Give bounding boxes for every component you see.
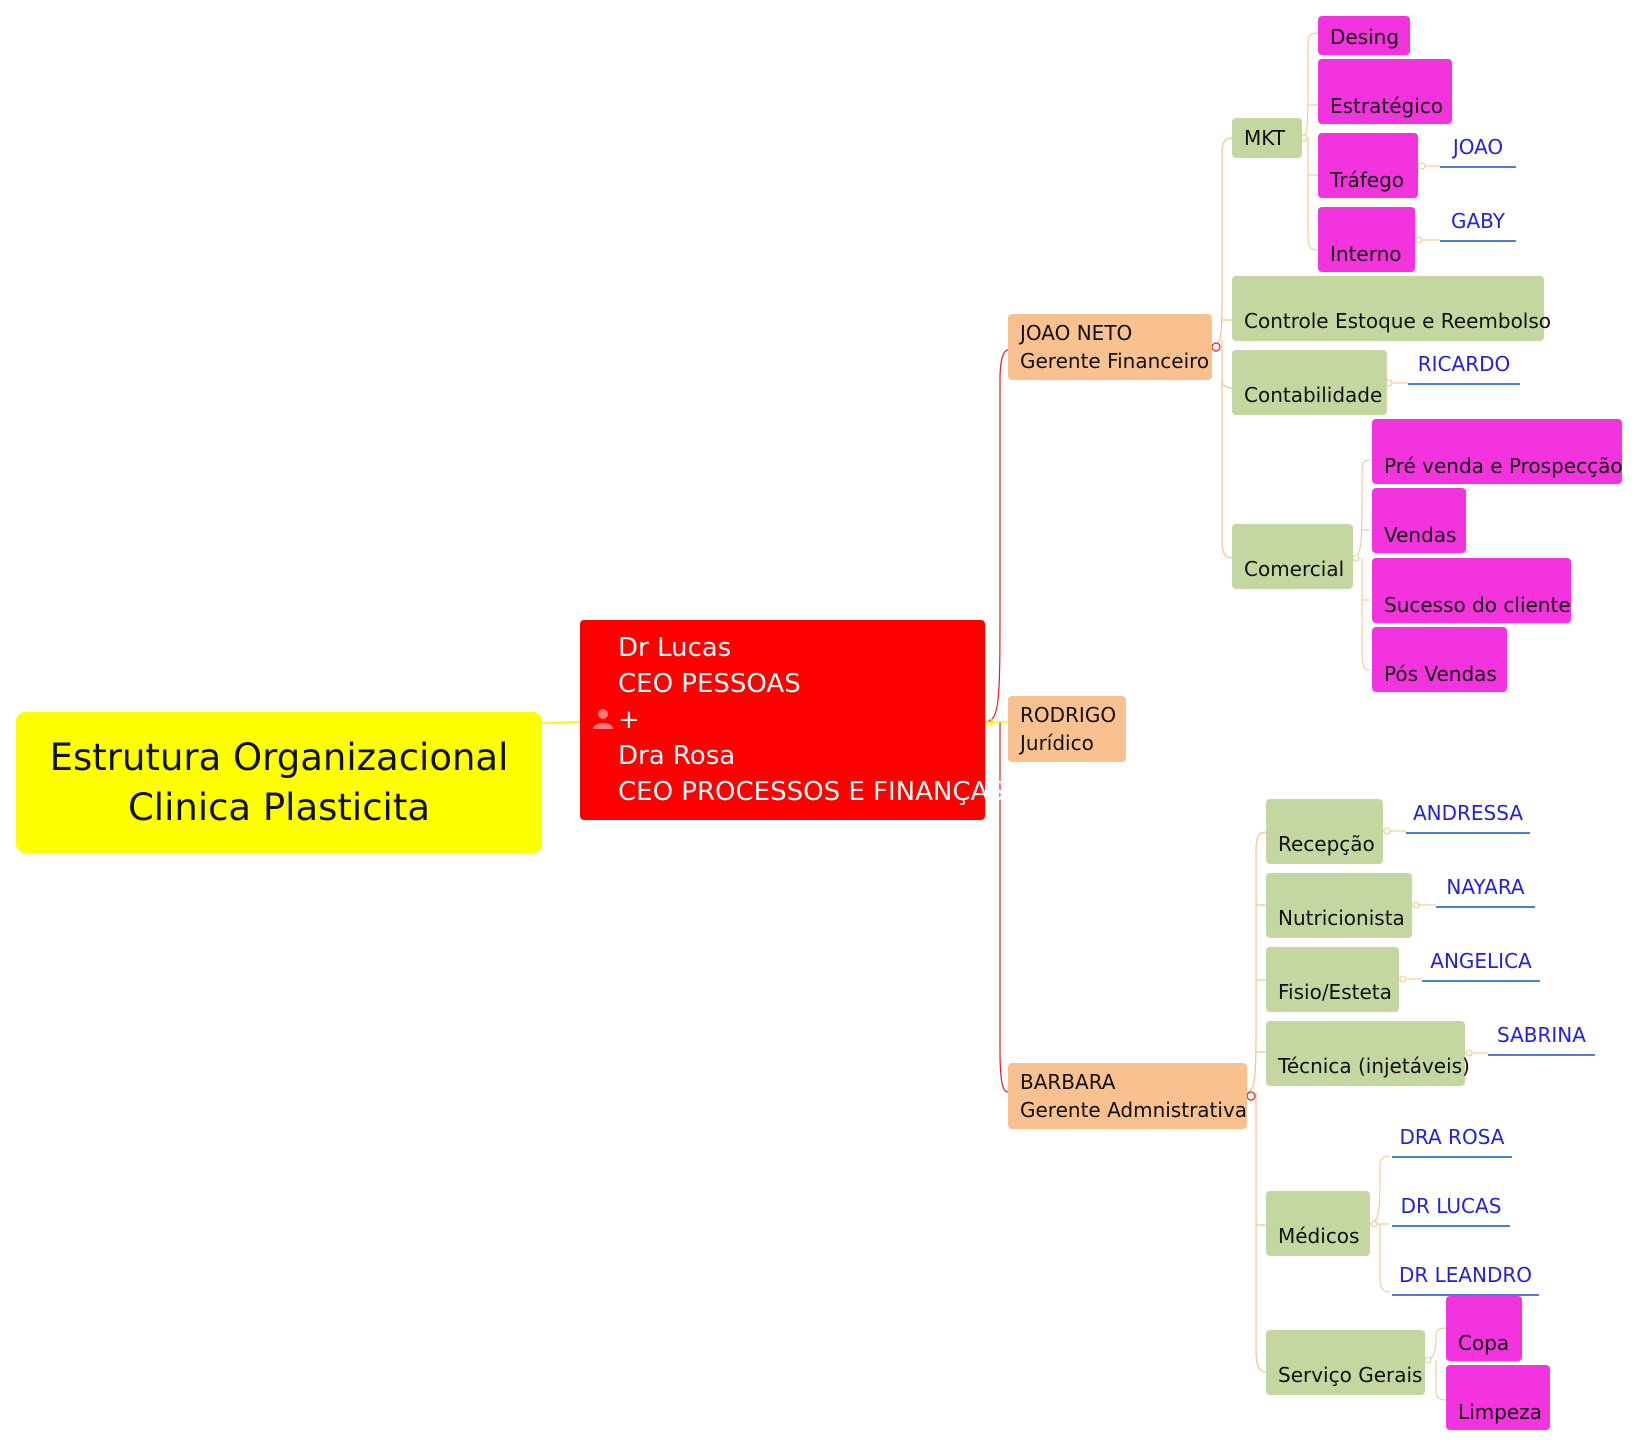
collapse-dot-joao (1211, 342, 1221, 352)
sub-desing[interactable]: Desing (1318, 16, 1410, 55)
dept-fisio-esteta[interactable]: Fisio/Esteta (1266, 947, 1399, 1012)
person-underline (1392, 1294, 1539, 1296)
sub-vendas[interactable]: Vendas (1372, 488, 1466, 553)
manager-rodrigo[interactable]: RODRIGO Jurídico (1008, 696, 1126, 762)
person-underline (1392, 1225, 1510, 1227)
person-gaby[interactable]: GABY (1440, 208, 1516, 242)
dept-nutricionista[interactable]: Nutricionista (1266, 873, 1412, 938)
person-dra-rosa[interactable]: DRA ROSA (1392, 1124, 1512, 1158)
ceo-topic[interactable]: Dr Lucas CEO PESSOAS + Dra Rosa CEO PROC… (580, 620, 1005, 820)
dept-label: Técnica (injetáveis) (1278, 1054, 1470, 1078)
person-label: GABY (1450, 209, 1506, 233)
person-label: DR LUCAS (1400, 1194, 1502, 1218)
person-underline (1422, 980, 1540, 982)
sub-label: Tráfego (1330, 168, 1405, 192)
dept-label: Médicos (1278, 1224, 1360, 1248)
sub-label: Limpeza (1458, 1400, 1542, 1424)
person-label: SABRINA (1497, 1023, 1586, 1047)
person-underline (1408, 383, 1520, 385)
person-andressa[interactable]: ANDRESSA (1406, 800, 1530, 834)
person-label: NAYARA (1446, 875, 1525, 899)
link-root-ceo (541, 721, 581, 724)
sub-label: Sucesso do cliente (1384, 593, 1571, 617)
dept-recepcao[interactable]: Recepção (1266, 799, 1383, 864)
person-label: DR LEANDRO (1398, 1263, 1533, 1287)
dept-label: Serviço Gerais (1278, 1363, 1423, 1387)
person-label: ANGELICA (1430, 949, 1532, 973)
sub-label: Interno (1330, 242, 1402, 266)
sub-estrategico[interactable]: Estratégico (1318, 59, 1452, 124)
collapse-dot-ceo (986, 718, 994, 726)
root-title-line2: Clinica Plasticita (127, 785, 431, 829)
person-dr-leandro[interactable]: DR LEANDRO (1392, 1262, 1539, 1296)
sub-interno[interactable]: Interno (1318, 207, 1415, 272)
sub-trafego[interactable]: Tráfego (1318, 133, 1418, 198)
dept-contabilidade[interactable]: Contabilidade (1232, 350, 1387, 415)
sub-label: Pós Vendas (1384, 662, 1497, 686)
manager-joao-neto[interactable]: JOAO NETO Gerente Financeiro (1008, 314, 1212, 380)
ceo-line-2: CEO PESSOAS (618, 669, 801, 699)
sub-limpeza[interactable]: Limpeza (1446, 1365, 1550, 1430)
dept-label: Fisio/Esteta (1278, 980, 1392, 1004)
person-angelica[interactable]: ANGELICA (1422, 948, 1540, 982)
person-label: JOAO (1452, 135, 1504, 159)
manager-name: RODRIGO (1020, 703, 1117, 727)
person-nayara[interactable]: NAYARA (1436, 874, 1535, 908)
person-underline (1440, 240, 1516, 242)
person-underline (1406, 832, 1530, 834)
sub-label: Vendas (1384, 523, 1457, 547)
person-label: ANDRESSA (1412, 801, 1524, 825)
ceo-line-3: + (618, 705, 640, 735)
sub-pre-venda[interactable]: Pré venda e Prospecção (1372, 419, 1623, 484)
dept-label: Recepção (1278, 832, 1375, 856)
manager-barbara[interactable]: BARBARA Gerente Admnistrativa (1008, 1063, 1247, 1129)
person-underline (1436, 906, 1535, 908)
link-ceo-barbara (999, 722, 1009, 1093)
dept-label: Contabilidade (1244, 383, 1383, 407)
dept-mkt[interactable]: MKT (1232, 118, 1302, 158)
person-label: RICARDO (1417, 352, 1511, 376)
sub-pos-vendas[interactable]: Pós Vendas (1372, 627, 1507, 692)
link-ceo-managers (984, 349, 1009, 723)
manager-role: Gerente Financeiro (1020, 349, 1210, 373)
dept-tecnica[interactable]: Técnica (injetáveis) (1266, 1021, 1470, 1086)
sub-copa[interactable]: Copa (1446, 1296, 1522, 1361)
dept-label: MKT (1244, 126, 1286, 150)
person-dr-lucas[interactable]: DR LUCAS (1392, 1193, 1510, 1227)
sub-label: Pré venda e Prospecção (1384, 454, 1623, 478)
person-underline (1488, 1054, 1595, 1056)
dept-medicos[interactable]: Médicos (1266, 1191, 1370, 1256)
dept-label: Nutricionista (1278, 906, 1405, 930)
dept-comercial[interactable]: Comercial (1232, 524, 1353, 589)
ceo-line-4: Dra Rosa (618, 741, 736, 771)
person-icon (593, 709, 613, 729)
sub-label: Desing (1330, 25, 1400, 49)
manager-role: Jurídico (1020, 731, 1094, 755)
dept-servico-gerais[interactable]: Serviço Gerais (1266, 1330, 1425, 1395)
root-title-line1: Estrutura Organizacional (49, 735, 509, 779)
manager-role: Gerente Admnistrativa (1020, 1098, 1248, 1122)
dept-label: Controle Estoque e Reembolso (1244, 309, 1552, 333)
ceo-line-5: CEO PROCESSOS E FINANÇAS (618, 777, 1005, 807)
person-ricardo[interactable]: RICARDO (1408, 351, 1520, 385)
person-sabrina[interactable]: SABRINA (1488, 1022, 1595, 1056)
person-underline (1392, 1156, 1512, 1158)
ceo-line-1: Dr Lucas (618, 633, 732, 663)
dept-label: Comercial (1244, 557, 1345, 581)
sub-label: Estratégico (1330, 94, 1444, 118)
person-joao[interactable]: JOAO (1440, 134, 1516, 168)
sub-label: Copa (1458, 1331, 1510, 1355)
manager-name: BARBARA (1020, 1070, 1116, 1094)
dept-controle-estoque[interactable]: Controle Estoque e Reembolso (1232, 276, 1551, 341)
collapse-dot-barbara (1246, 1091, 1256, 1101)
person-label: DRA ROSA (1399, 1125, 1505, 1149)
person-underline (1440, 166, 1516, 168)
root-topic[interactable]: Estrutura Organizacional Clinica Plastic… (16, 712, 542, 853)
manager-name: JOAO NETO (1020, 321, 1133, 345)
sub-sucesso-cliente[interactable]: Sucesso do cliente (1372, 558, 1571, 623)
link-joao-trunk (1211, 137, 1233, 348)
